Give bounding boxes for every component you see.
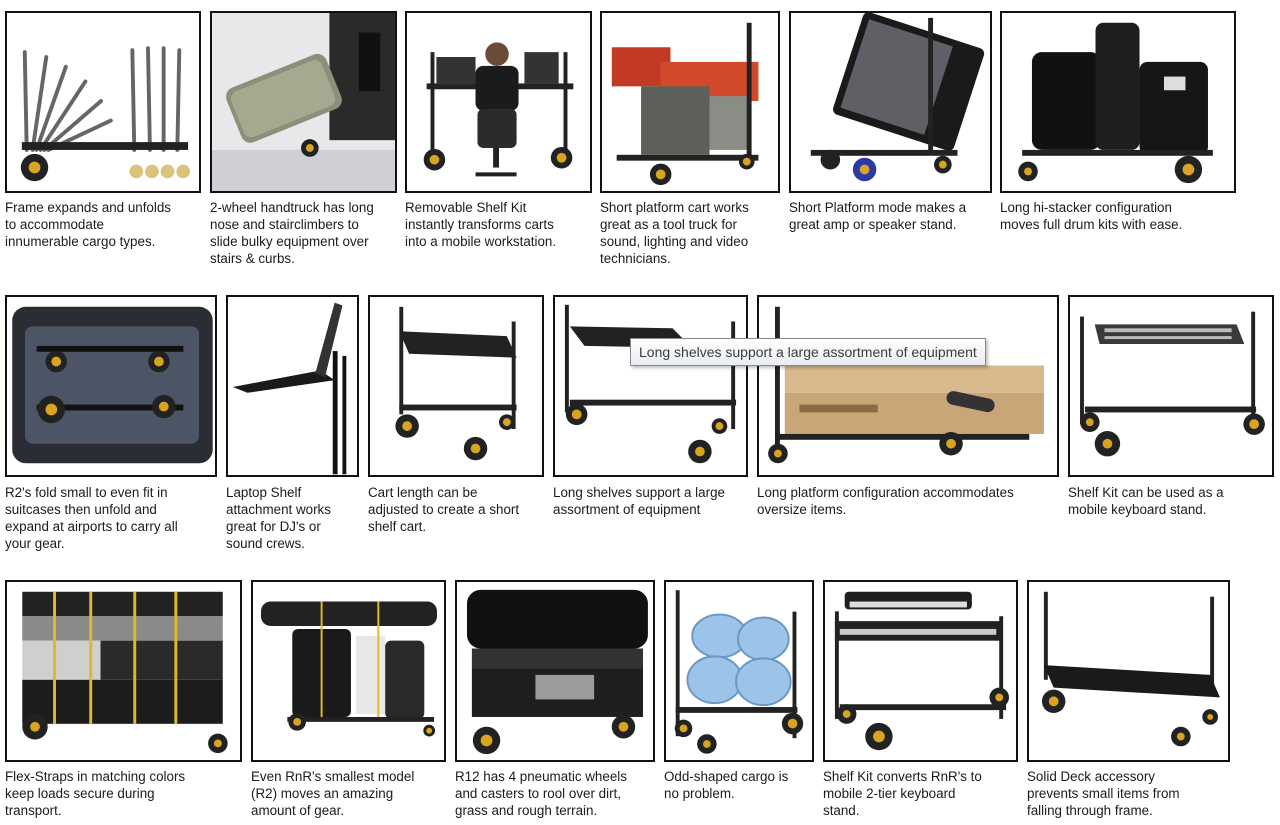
flex-straps-image — [22, 591, 228, 754]
cart-photo-14 — [251, 580, 446, 762]
cart-photo-12 — [1068, 295, 1274, 477]
handtruck-stairs-image — [212, 13, 395, 191]
pneumatic-wheels-image — [466, 589, 648, 755]
cart-photo-6 — [1000, 11, 1236, 193]
cart-photo-16 — [664, 580, 814, 762]
cart-photo-3 — [405, 11, 592, 193]
cart-photo-18 — [1027, 580, 1230, 762]
amp-stand-image — [810, 13, 985, 182]
two-tier-keyboard-image — [834, 591, 1010, 751]
hover-tooltip: Long shelves support a large assortment … — [630, 338, 986, 366]
long-platform-boxes-image — [768, 306, 1044, 464]
drum-kit-image — [1018, 22, 1213, 184]
tool-truck-image — [611, 22, 759, 186]
laptop-shelf-image — [232, 302, 347, 475]
cart-photo-10 — [553, 295, 748, 477]
cart-photo-1 — [5, 11, 201, 193]
caption-14: Even RnR's smallest model(R2) moves an a… — [251, 769, 415, 818]
shelf-workstation-image — [423, 42, 574, 177]
cart-photo-9 — [368, 295, 544, 477]
keyboard-stand-image — [1080, 311, 1265, 457]
suitcase-cart-image — [12, 306, 213, 464]
cart-photo-4 — [600, 11, 780, 193]
short-shelf-cart-image — [395, 306, 517, 461]
cart-photo-7 — [5, 295, 217, 477]
r2-gear-image — [260, 601, 438, 737]
cart-photo-11 — [757, 295, 1059, 477]
cart-photo-13 — [5, 580, 242, 762]
water-jugs-image — [674, 590, 804, 754]
caption-11: Long platform configuration accommodates… — [757, 485, 1014, 517]
cart-photo-17 — [823, 580, 1018, 762]
cart-photo-5 — [789, 11, 992, 193]
cart-photo-15 — [455, 580, 655, 762]
solid-deck-image — [1041, 591, 1220, 747]
long-shelves-cart-image — [564, 304, 737, 464]
folding-cart-image — [20, 46, 191, 182]
cart-photo-2 — [210, 11, 397, 193]
cart-photo-8 — [226, 295, 359, 477]
